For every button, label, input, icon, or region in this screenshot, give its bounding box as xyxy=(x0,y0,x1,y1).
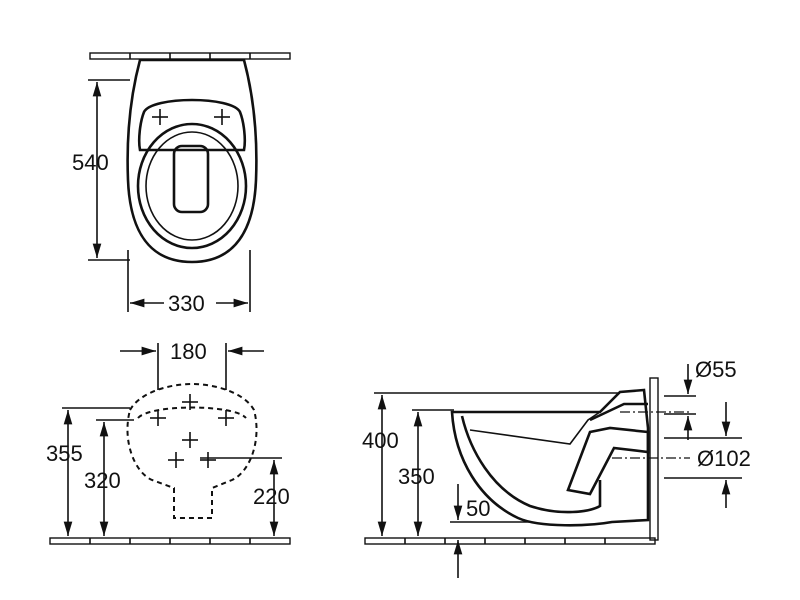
top-view: 540 330 xyxy=(72,52,291,316)
side-view-depth-dim: 50 xyxy=(466,496,490,521)
top-view-wall xyxy=(89,52,291,60)
side-view-wall xyxy=(649,377,659,541)
side-view-pipe-dim-top: Ø55 xyxy=(695,357,737,382)
top-view-drain xyxy=(172,144,210,214)
top-view-fixing-left xyxy=(152,109,168,125)
top-view-bowl-outline xyxy=(126,58,258,264)
side-view-bowl-inner xyxy=(460,415,602,514)
top-view-fixing-right xyxy=(214,109,230,125)
side-view-seat-line xyxy=(469,411,601,445)
side-view-height-inner-dim: 350 xyxy=(398,464,435,489)
front-view-inner-outline xyxy=(137,406,247,419)
top-view-rim-inner xyxy=(145,131,239,241)
side-view-bowl xyxy=(450,388,650,527)
front-view: 180 355 320 220 xyxy=(46,339,291,545)
front-view-height-low-dim: 220 xyxy=(253,484,290,509)
top-view-width-dim: 330 xyxy=(168,291,205,316)
top-view-rim xyxy=(136,122,248,250)
side-view: 400 350 50 Ø55 Ø102 xyxy=(362,357,751,578)
side-view-pipe-dim-bottom: Ø102 xyxy=(697,446,751,471)
front-view-fixings xyxy=(150,394,234,468)
front-view-height-inner-dim: 320 xyxy=(84,468,121,493)
front-view-width-dim: 180 xyxy=(170,339,207,364)
front-view-height-outer-dim: 355 xyxy=(46,441,83,466)
side-view-inlet xyxy=(589,402,648,422)
side-view-trap xyxy=(566,426,650,496)
side-view-floor xyxy=(364,537,656,545)
front-view-outline xyxy=(126,382,258,519)
top-view-height-dim: 540 xyxy=(72,150,109,175)
top-view-seat-plate xyxy=(137,98,247,152)
side-view-height-outer-dim: 400 xyxy=(362,428,399,453)
front-view-floor xyxy=(49,537,291,545)
